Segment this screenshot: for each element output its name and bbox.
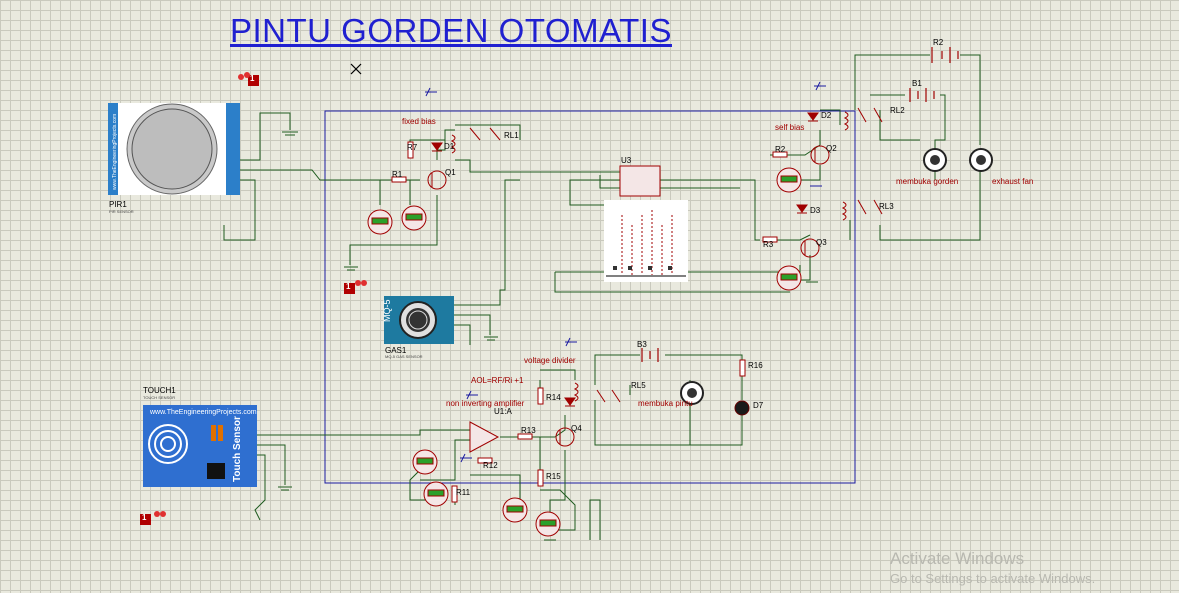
label-self-bias: self bias <box>775 123 805 132</box>
ref-r3: R3 <box>763 240 774 249</box>
ground-symbols <box>278 131 818 541</box>
logic-state-flag-touch[interactable] <box>140 511 166 525</box>
ref-r1: R1 <box>392 170 403 179</box>
ref-rl2: RL2 <box>890 106 905 115</box>
ref-r14: R14 <box>546 393 561 402</box>
ref-r15: R15 <box>546 472 561 481</box>
flag-value-gas: 1 <box>346 282 351 291</box>
ic-u3 <box>619 165 661 197</box>
led-icon <box>734 400 750 416</box>
gas-model-label: MQ-5 <box>382 299 392 323</box>
resistors <box>391 141 788 503</box>
ref-q2: Q2 <box>826 144 837 153</box>
ref-d7: D7 <box>753 401 764 410</box>
diodes <box>431 112 819 407</box>
ref-r13: R13 <box>521 426 536 435</box>
gas-sensor[interactable] <box>384 296 454 344</box>
label-membuka-pintu: membuka pintu <box>638 399 693 408</box>
transistors <box>427 145 830 447</box>
batteries <box>641 47 959 362</box>
label-non-inverting: non inverting amplifier <box>446 399 525 408</box>
truth-table-panel <box>604 200 688 282</box>
ref-r16: R16 <box>748 361 763 370</box>
watermark-line1: Activate Windows <box>890 549 1025 568</box>
ref-q1: Q1 <box>445 168 456 177</box>
logic-state-flag-pir[interactable] <box>238 72 259 86</box>
ref-rl5: RL5 <box>631 381 646 390</box>
ref-touch: TOUCH1 <box>143 386 176 395</box>
ref-rl3: RL3 <box>879 202 894 211</box>
ref-rl1: RL1 <box>504 131 519 140</box>
motor-icon <box>680 148 993 405</box>
pir-brand: www.TheEngineeringProjects.com <box>112 113 118 190</box>
ref-d2: D2 <box>821 111 832 120</box>
ref-u3: U3 <box>621 156 632 165</box>
cross-marker-icon <box>350 63 362 75</box>
ref-r2-top: R2 <box>933 38 944 47</box>
label-fixed-bias: fixed bias <box>402 117 436 126</box>
ref-pir: PIR1 <box>109 200 127 209</box>
opamp-u1a <box>469 421 500 453</box>
ref-r11: R11 <box>456 488 471 497</box>
label-exhaust-fan: exhaust fan <box>992 177 1034 186</box>
touch-brand: www.TheEngineeringProjects.com <box>150 409 257 416</box>
flag-value-touch: 1 <box>142 513 147 522</box>
ref-d1: D1 <box>444 142 455 151</box>
voltage-probe-icons <box>425 81 826 463</box>
logic-state-flag-gas[interactable] <box>344 280 367 294</box>
voltmeters <box>367 167 802 537</box>
touch-name: Touch Sensor <box>232 416 243 482</box>
sheet-border <box>324 110 856 484</box>
type-pir: PIR SENSOR <box>109 209 134 214</box>
ref-r12: R12 <box>483 461 498 470</box>
flag-value-pir: 1 <box>250 74 255 83</box>
ref-r2-mid: R2 <box>775 145 786 154</box>
label-voltage-divider: voltage divider <box>524 356 576 365</box>
ref-q3: Q3 <box>816 238 827 247</box>
label-membuka-gorden: membuka gorden <box>896 177 959 186</box>
label-aol-formula: AOL=RF/Ri +1 <box>471 376 524 385</box>
ref-q4: Q4 <box>571 424 582 433</box>
ref-d3: D3 <box>810 206 821 215</box>
touch-sensor[interactable] <box>143 405 257 487</box>
type-touch: TOUCH SENSOR <box>143 395 176 400</box>
relays <box>450 107 883 403</box>
ref-r7: R7 <box>407 143 418 152</box>
ref-gas: GAS1 <box>385 346 407 355</box>
ref-u1a: U1:A <box>494 407 512 416</box>
wires <box>223 54 981 540</box>
ref-b1: B1 <box>912 79 922 88</box>
ref-b3: B3 <box>637 340 647 349</box>
pir-sensor[interactable] <box>108 103 240 195</box>
watermark-line2: Go to Settings to activate Windows. <box>890 571 1096 586</box>
type-gas: MQ-5 GAS SENSOR <box>385 354 423 359</box>
page-title: PINTU GORDEN OTOMATIS <box>230 12 672 49</box>
